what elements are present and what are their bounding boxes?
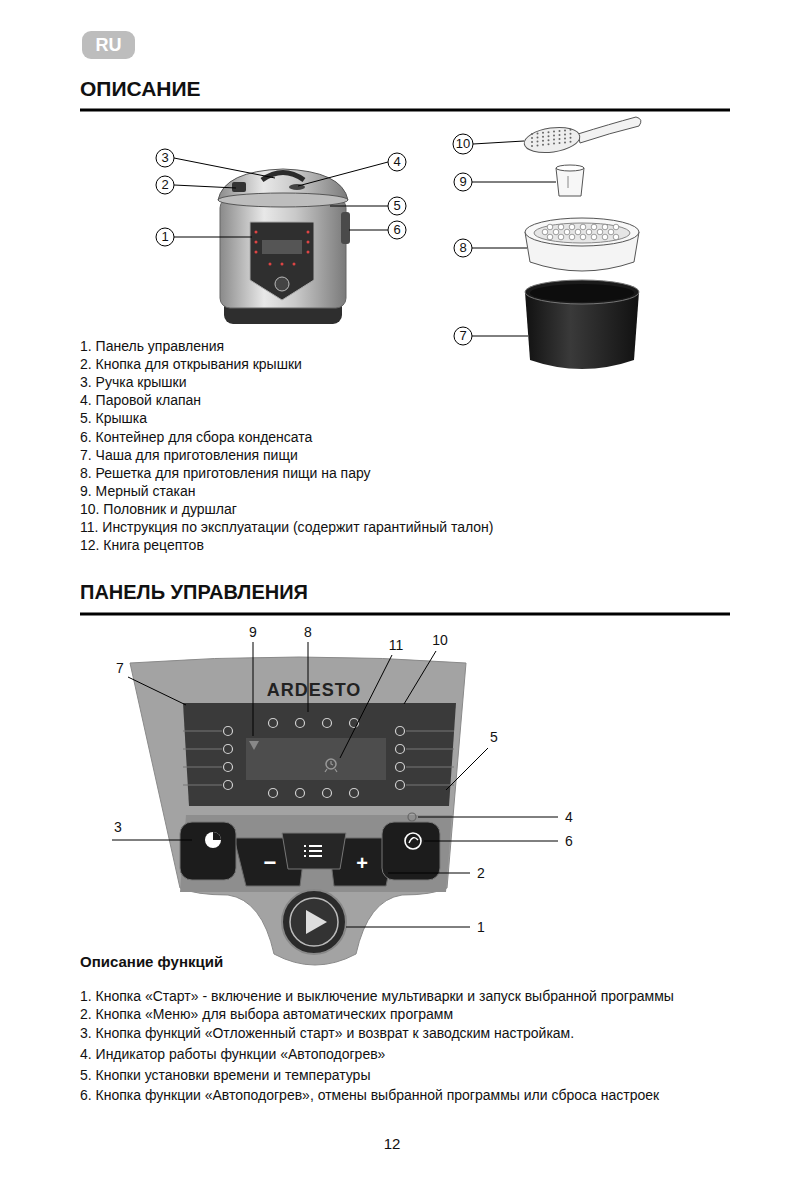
part-list-item: 7. Чаша для приготовления пищи [80,447,298,463]
callout-number: 6 [393,223,400,238]
button-symbol: + [356,852,368,875]
rule [80,109,730,112]
callout-number: 1 [477,919,485,935]
leader-lines [112,642,558,927]
page-heading: ОПИСАНИЕ [80,77,201,101]
part-list-item: 6. Контейнер для сбора конденсата [80,428,312,444]
cooking-bowl [525,280,639,369]
function-item: 6. Кнопка функции «Автоподогрев», отмены… [80,1087,659,1103]
part-list-item: 8. Решетка для приготовления пищи на пар… [80,465,371,481]
function-item: 2. Кнопка «Меню» для выбора автоматическ… [80,1006,453,1022]
callout-number: 1 [161,230,168,245]
callout-number: 9 [459,175,466,190]
callout-number: 2 [477,865,485,881]
part-list-item: 3. Ручка крышки [80,374,186,390]
ladle [523,117,641,156]
function-item: 1. Кнопка «Старт» - включение и выключен… [80,988,674,1004]
callout-number: 6 [565,833,573,849]
callout-circles [156,134,473,345]
part-list-item: 1. Панель управления [80,338,224,354]
part-list-item: 2. Кнопка для открывания крышки [80,356,302,372]
callout-number: 8 [459,241,466,256]
multicooker [218,169,350,324]
callout-number: 8 [304,624,312,640]
steamer-rack [525,218,639,271]
callout-number: 10 [432,632,448,648]
language-badge: RU [82,31,135,59]
button-symbol: − [264,850,277,875]
part-list-item: 9. Мерный стакан [80,483,195,499]
function-item: 5. Кнопки установки времени и температур… [80,1067,370,1083]
callout-number: 3 [114,819,122,835]
function-item: 3. Кнопка функций «Отложенный старт» и в… [80,1025,574,1041]
callout-number: 4 [565,809,573,825]
control-panel [130,657,466,965]
part-list-item: 4. Паровой клапан [80,392,201,408]
callout-number: 11 [389,637,404,653]
callout-number: 7 [459,329,466,344]
brand-logo: ARDESTO [267,680,362,701]
part-list-item: 11. Инструкция по эксплуатации (содержит… [80,519,493,535]
callout-number: 7 [116,660,124,676]
subheading: Описание функций [80,953,223,970]
callout-number: 5 [393,199,400,214]
rule [80,613,730,616]
callout-number: 9 [249,624,257,640]
callout-number: 3 [161,151,168,166]
part-list-item: 5. Крышка [80,410,147,426]
callout-number: 10 [456,137,470,152]
part-list-item: 10. Половник и дуршлаг [80,501,237,517]
badge-text: RU [96,35,122,56]
leader-lines [174,141,556,336]
callout-number: 5 [490,729,498,745]
part-list-item: 12. Книга рецептов [80,537,204,553]
callout-number: 2 [161,178,168,193]
page-number: 12 [384,1135,401,1152]
callout-number: 4 [393,155,400,170]
measuring-cup [556,165,584,196]
section-heading: ПАНЕЛЬ УПРАВЛЕНИЯ [80,581,308,604]
function-item: 4. Индикатор работы функции «Автоподогре… [80,1046,385,1062]
